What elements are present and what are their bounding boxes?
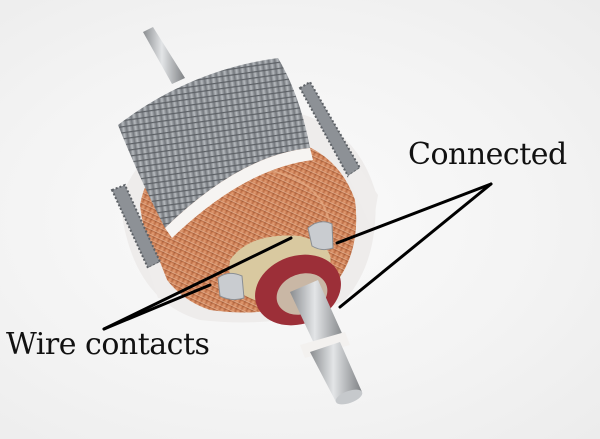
bottom-shaft: [290, 280, 363, 405]
label-wire-contacts: Wire contacts: [6, 327, 210, 362]
label-connected: Connected: [408, 137, 567, 172]
annotation-lines-connected: [335, 182, 493, 309]
side-lamination-right: [298, 80, 378, 230]
top-shaft: [143, 27, 185, 84]
laminated-core: [118, 58, 313, 238]
side-lamination-left: [110, 183, 175, 300]
annotation-lines-wire-contacts: [102, 236, 293, 331]
